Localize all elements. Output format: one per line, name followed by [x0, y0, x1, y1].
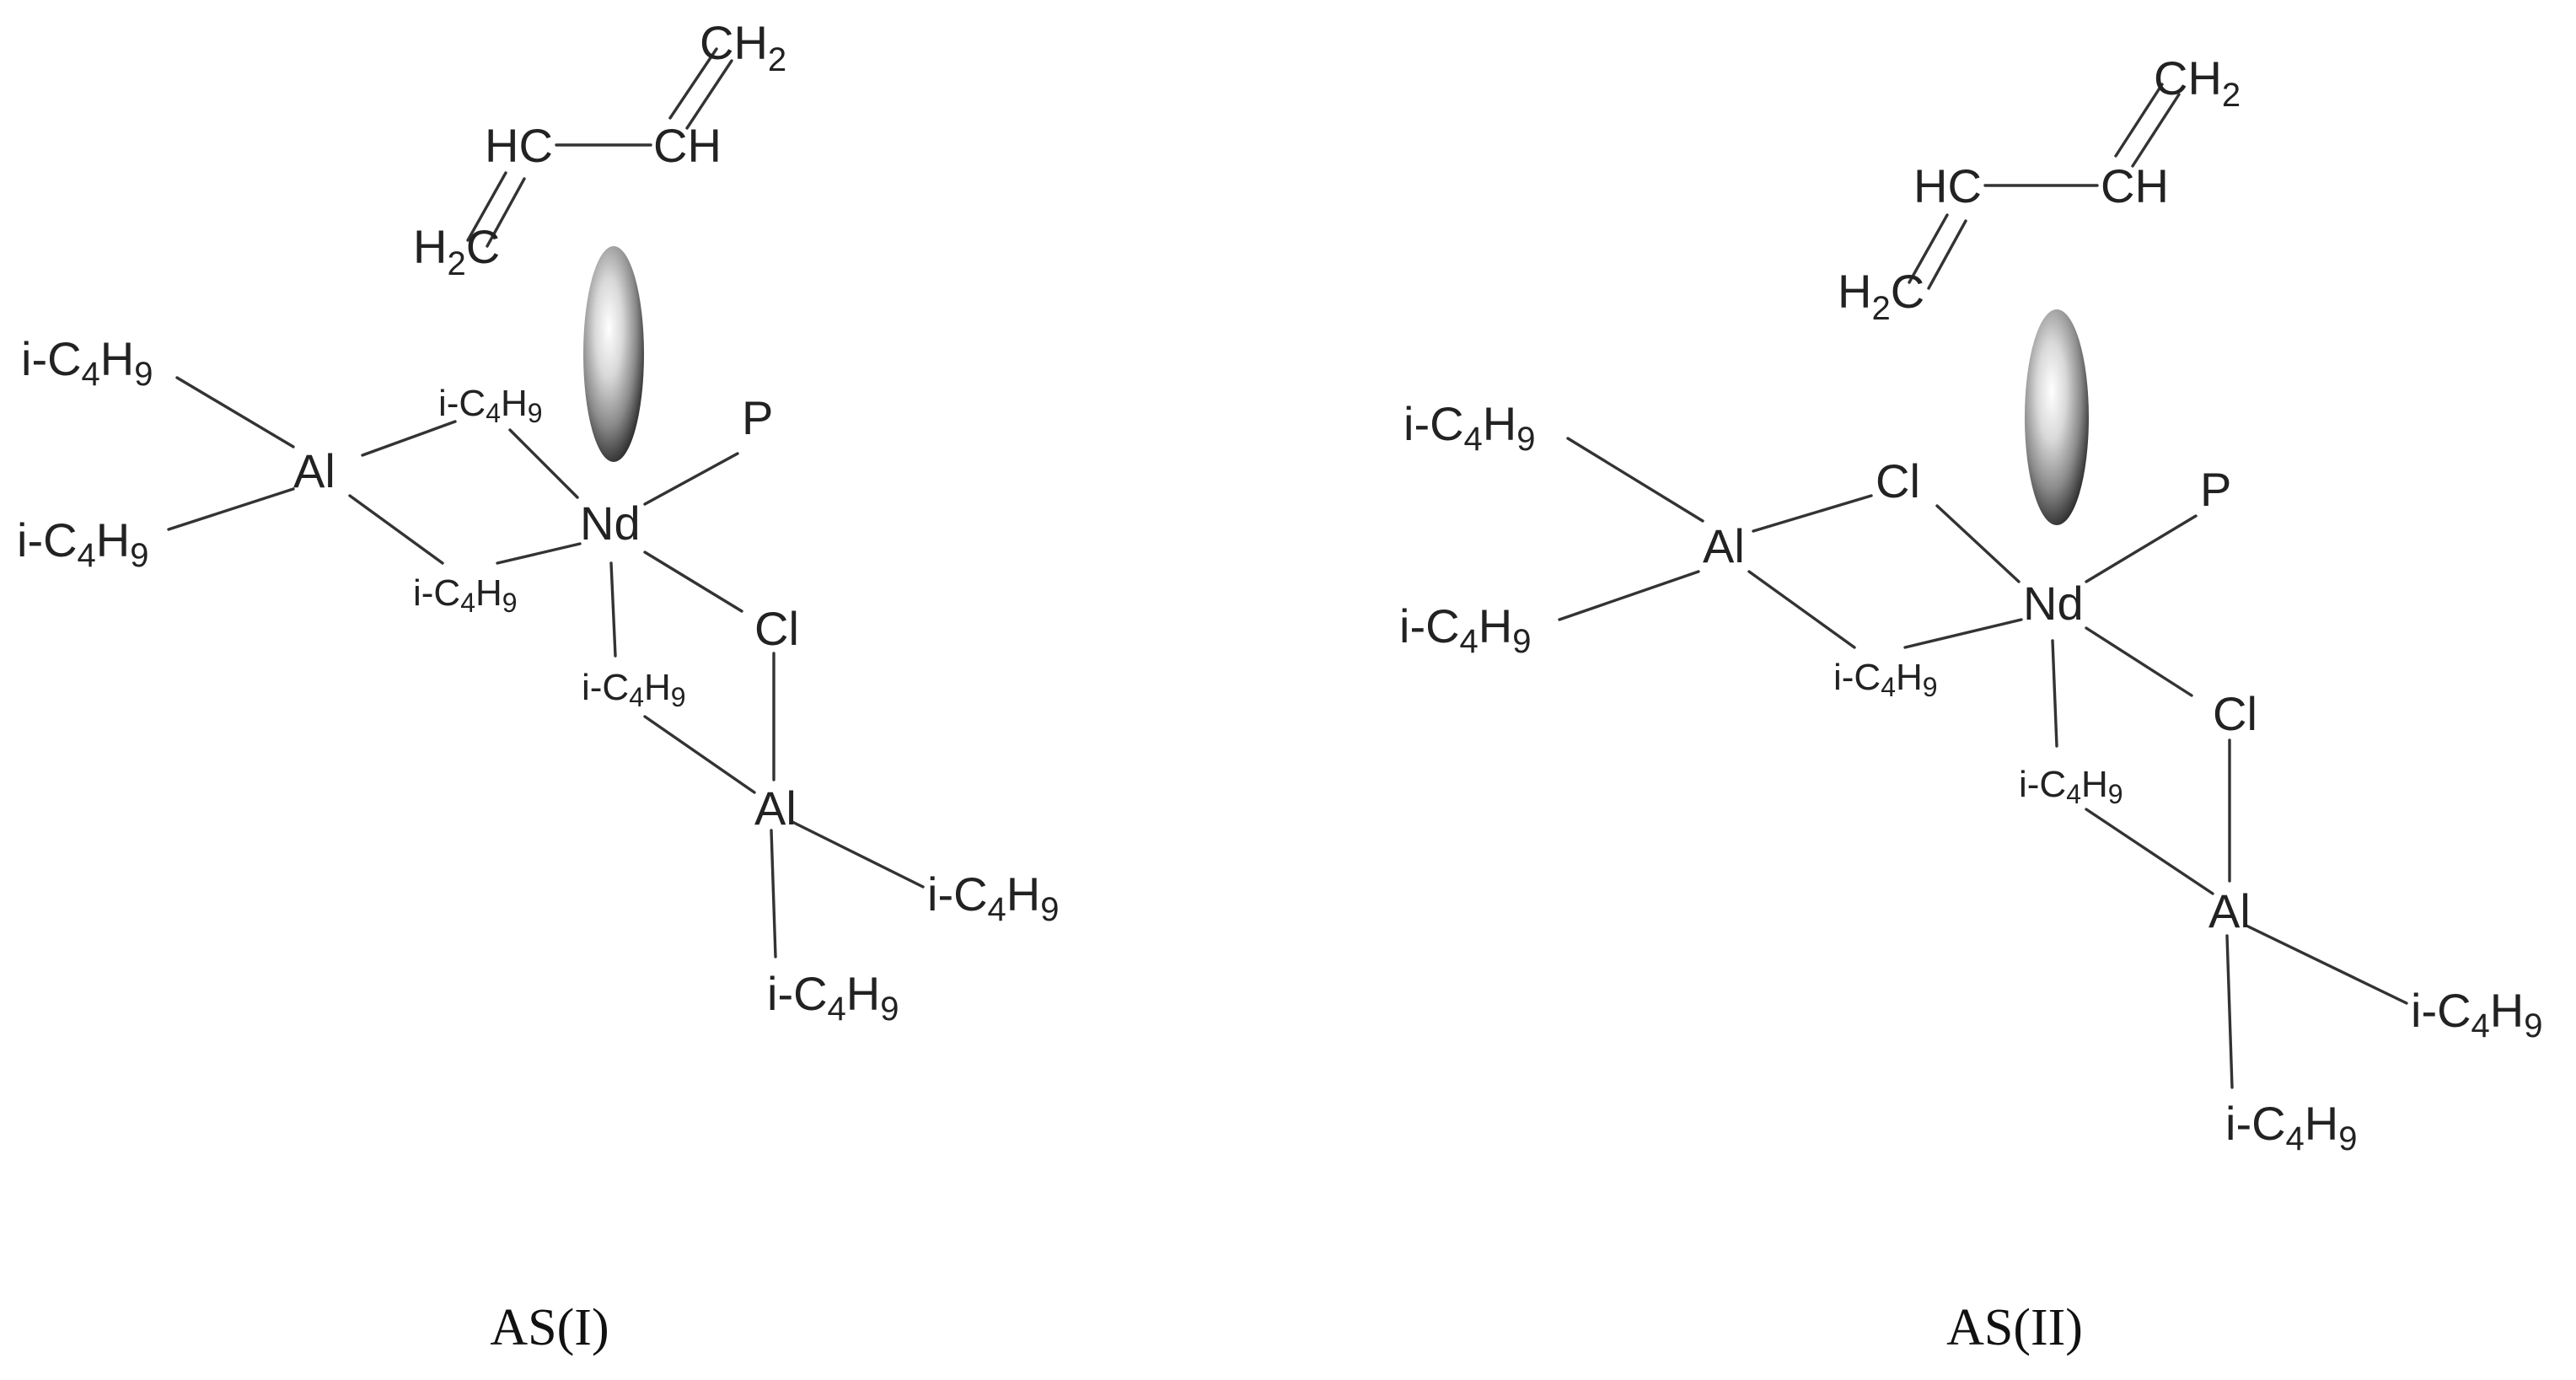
bond-al-ibu-bottom [1558, 570, 1700, 621]
caption-as-2: AS(II) [1946, 1299, 2083, 1356]
bond-bridge-bottom-nd [496, 542, 582, 565]
label-ibu-lower-right: i-C4H9 [2411, 984, 2542, 1044]
label-ibu-lower-down: i-C4H9 [2225, 1097, 2357, 1157]
label-al-left: Al [293, 444, 335, 497]
bond-al-bridge-top [361, 420, 457, 457]
label-ch: CH [2101, 159, 2169, 212]
label-ibu-al-bottom: i-C4H9 [1399, 599, 1531, 660]
label-h2c: H2C [1838, 265, 1924, 327]
bond-al-ibu-top [175, 376, 295, 448]
bond-ch-ch2-a [668, 47, 718, 120]
label-ch2: CH2 [700, 16, 786, 78]
bonds [1558, 83, 2408, 1089]
label-h2c: H2C [413, 220, 500, 282]
bond-ch-ch2-b [685, 59, 733, 130]
label-p: P [2200, 463, 2231, 516]
bond-hc-h2c-a [466, 171, 507, 242]
label-al-left: Al [1703, 519, 1745, 572]
label-ibu-bridge-lower: i-C4H9 [2019, 764, 2123, 809]
bond-nd-cl [643, 550, 743, 613]
bond-al-ibu-down [2225, 934, 2234, 1089]
bond-nd-p [643, 452, 739, 506]
orbital-lobe [583, 246, 644, 462]
label-al-lower: Al [754, 781, 797, 835]
bond-ch-ch2-b [2131, 93, 2181, 168]
bond-bridge-bottom-nd [1903, 618, 2023, 649]
bond-cl-bridge-nd [1935, 504, 2021, 583]
label-ibu-lower-right: i-C4H9 [927, 867, 1059, 928]
label-ibu-bridge-lower: i-C4H9 [582, 667, 686, 712]
label-p: P [742, 391, 773, 444]
label-nd: Nd [2023, 577, 2084, 630]
label-cl: Cl [2213, 687, 2257, 740]
bond-hc-h2c-b [1927, 219, 1967, 290]
label-al-lower: Al [2208, 884, 2251, 937]
label-ch2: CH2 [2154, 51, 2241, 114]
bond-nd-p [2085, 514, 2198, 583]
bond-hc-h2c-b [486, 177, 526, 248]
label-ibu-bridge-top: i-C4H9 [438, 383, 543, 428]
orbital-lobe [2025, 309, 2089, 525]
label-ibu-al-bottom: i-C4H9 [17, 513, 148, 574]
bond-nd-bridge-lower [2051, 639, 2058, 748]
bond-al-ibu-right [2245, 924, 2408, 1005]
bond-ch-ch2-a [2114, 83, 2164, 158]
bond-al-ibu-down [770, 829, 777, 958]
bond-al-ibu-right [791, 820, 925, 889]
label-ibu-bridge-bottom: i-C4H9 [413, 572, 518, 618]
bond-al-ibu-top [1566, 437, 1704, 523]
bond-bridge-top-nd [508, 428, 579, 499]
bond-al-bridge-bottom [1747, 570, 1856, 649]
structure-as-2: HC CH CH2 H2C Nd P Al Al Cl Cl i-C4H9 i-… [1399, 51, 2542, 1356]
label-ch: CH [653, 119, 722, 172]
structure-as-1: HC CH CH2 H2C Nd P Al Al Cl i-C4H9 i-C4H… [17, 16, 1059, 1356]
label-cl: Cl [754, 602, 799, 655]
bond-nd-cl [2085, 626, 2193, 697]
bond-bridge-lower-al [643, 715, 756, 794]
label-ibu-al-top: i-C4H9 [1403, 397, 1535, 458]
label-ibu-lower-down: i-C4H9 [767, 967, 899, 1028]
label-nd: Nd [580, 497, 641, 550]
label-ibu-al-top: i-C4H9 [21, 332, 153, 393]
bond-hc-h2c-a [1908, 213, 1949, 284]
bond-bridge-lower-al [2085, 808, 2214, 895]
label-hc: HC [1913, 159, 1982, 212]
bond-al-ibu-bottom [167, 487, 295, 531]
bond-nd-bridge-lower [609, 561, 617, 658]
label-cl-bridge: Cl [1876, 454, 1920, 507]
label-hc: HC [485, 119, 553, 172]
label-ibu-bridge-bottom: i-C4H9 [1833, 657, 1938, 702]
caption-as-1: AS(I) [490, 1299, 609, 1356]
bond-al-cl-bridge [1752, 494, 1873, 533]
bonds [167, 47, 925, 958]
bond-al-bridge-bottom [348, 494, 444, 565]
